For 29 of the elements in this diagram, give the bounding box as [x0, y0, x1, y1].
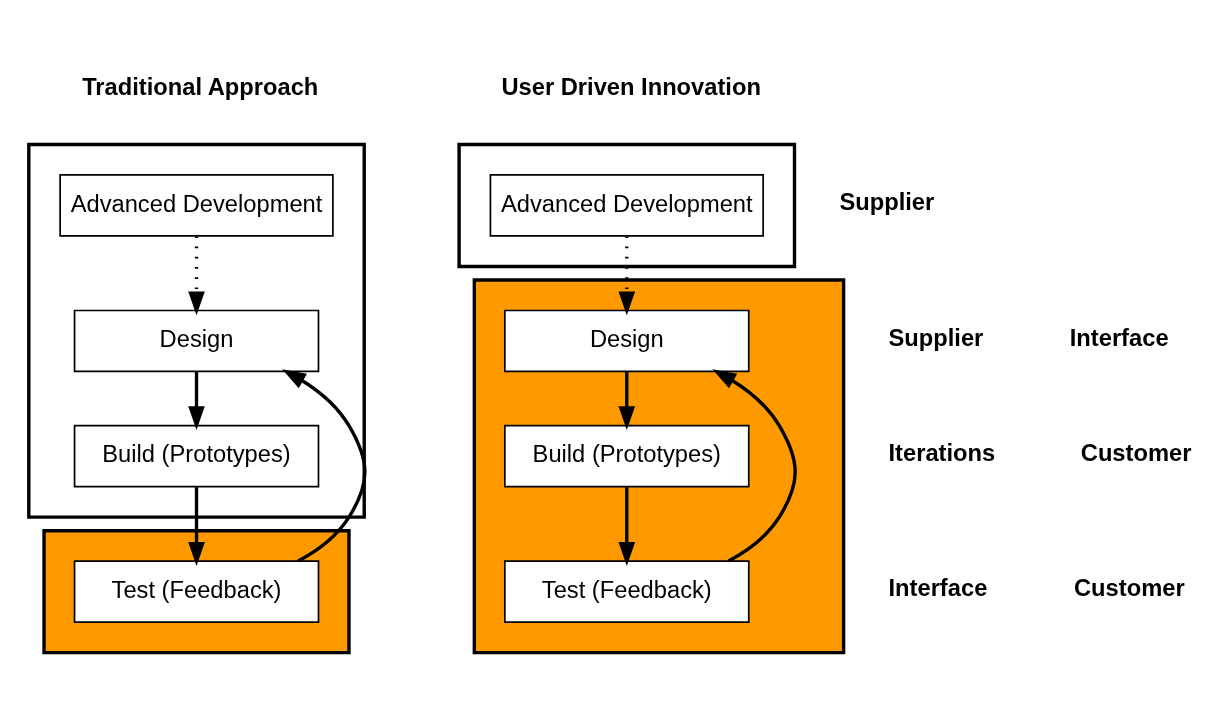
cluster	[42, 528, 351, 654]
node-box: Design	[73, 309, 320, 372]
label: Iterations	[888, 439, 996, 466]
arrow	[188, 236, 205, 315]
arrow	[188, 371, 205, 430]
arrow	[188, 486, 205, 566]
arrow	[712, 368, 797, 562]
label: Supplier	[839, 188, 935, 215]
label: Customer	[1074, 574, 1185, 601]
arrow	[618, 371, 636, 430]
node-box: Test (Feedback)	[73, 559, 320, 623]
arrow	[618, 236, 636, 315]
node-box: Build (Prototypes)	[503, 424, 750, 487]
label: Customer	[1080, 439, 1192, 466]
node-box: Design	[503, 309, 750, 372]
arrow	[618, 486, 636, 566]
node-box: Advanced Development	[489, 173, 764, 237]
label: Supplier	[888, 324, 984, 351]
label: Interface	[888, 574, 988, 601]
node-box: Advanced Development	[59, 173, 334, 237]
label: Interface	[1069, 324, 1169, 351]
cluster	[457, 142, 797, 268]
label: Traditional Approach	[82, 73, 319, 100]
cluster	[27, 142, 366, 519]
cluster	[472, 277, 846, 654]
node-box: Build (Prototypes)	[73, 424, 320, 487]
label: User Driven Innovation	[501, 73, 761, 100]
arrow	[282, 368, 367, 562]
node-box: Test (Feedback)	[503, 559, 750, 623]
